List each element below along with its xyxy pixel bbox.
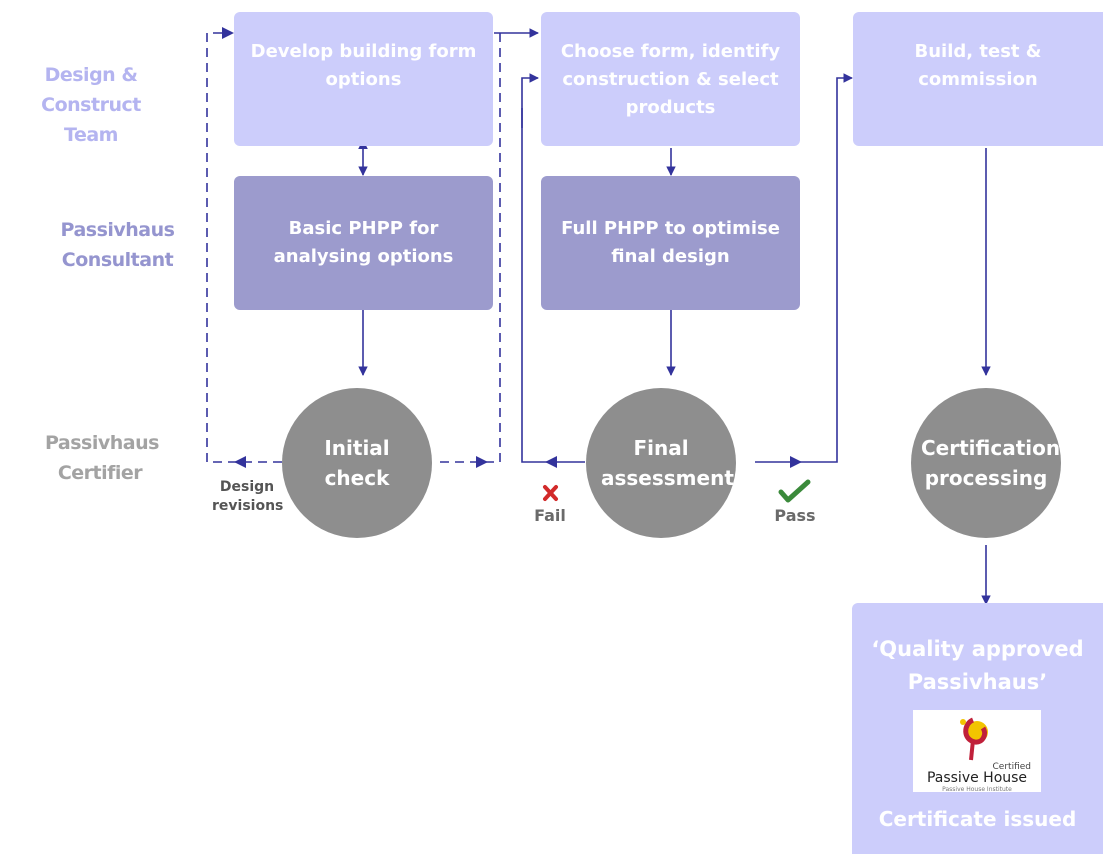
quality-approved-title: ‘Quality approved Passivhaus’ [871,637,1084,694]
design-revisions-label: Design revisions [212,479,284,514]
fail-label: Fail [534,506,566,525]
certification-processing-circle: Certification processing [911,388,1061,538]
pass-label: Pass [774,506,816,525]
full-phpp-label: Full PHPP to optimise final design [561,218,780,267]
pass-arrowhead [790,456,802,468]
revisions-arrowhead [234,456,246,468]
logo-name-text: Passive House [926,770,1028,786]
build-test-commission-box: Build, test & commission [853,12,1103,146]
lane-label-passivhaus-certifier: Passivhaus Certifier [45,432,159,484]
basic-phpp-box: Basic PHPP for analysing options [234,176,493,310]
passive-house-logo-icon [960,717,988,761]
final-assessment-label: Final assessment [601,436,734,490]
develop-building-form-options-box: Develop building form options [234,12,493,146]
pass-check-icon [778,479,811,503]
logo-institute-text: Passive House Institute [942,786,1012,793]
choose-form-box: Choose form, identify construction & sel… [541,12,800,146]
fail-x-icon [543,485,558,501]
develop-options-label: Develop building form options [250,41,477,90]
logo-certified-text: Certified [992,762,1031,772]
full-phpp-box: Full PHPP to optimise final design [541,176,800,310]
basic-phpp-label: Basic PHPP for analysing options [273,218,454,267]
lane-label-passivhaus-consultant: Passivhaus Consultant [60,219,175,271]
initial-check-label: Initial check [324,436,390,490]
initial-check-right-arrowhead [476,456,488,468]
build-test-label: Build, test & commission [914,41,1042,90]
lane-label-design-construct-team: Design & Construct Team [41,64,141,146]
final-assessment-circle: Final assessment [586,388,736,538]
certification-label: Certification processing [921,436,1061,490]
quality-approved-box: ‘Quality approved Passivhaus’ Certified … [852,603,1103,854]
certificate-issued-label: Certificate issued [878,807,1077,831]
choose-form-label: Choose form, identify construction & sel… [560,41,781,118]
initial-check-to-choose-arrow [440,33,501,463]
initial-check-circle: Initial check [282,388,432,538]
passive-house-logo: Certified Passive House Passive House In… [913,710,1041,793]
fail-arrowhead [545,456,557,468]
revisions-top-arrowhead [222,27,234,39]
